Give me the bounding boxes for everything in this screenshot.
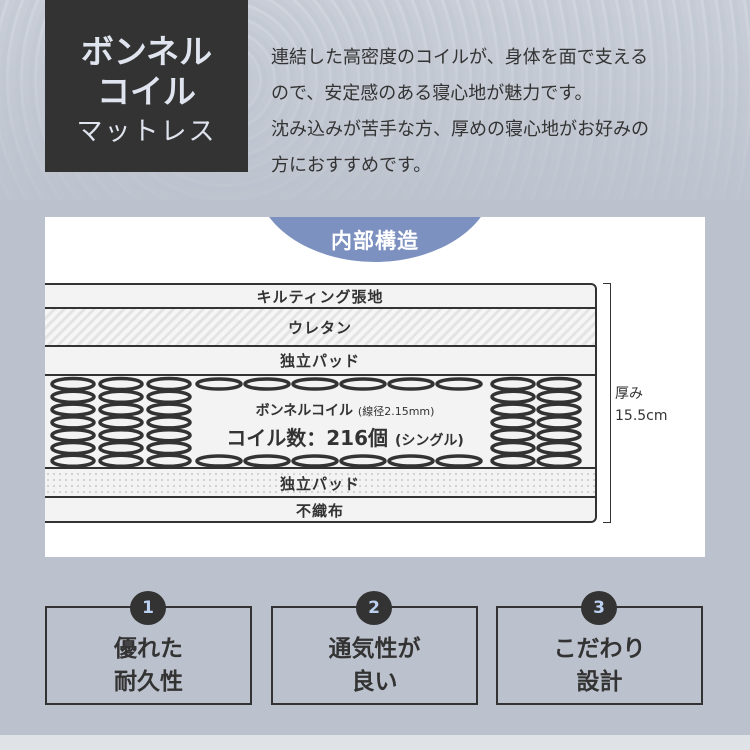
description-line: ので、安定感のある寝心地が魅力です。 <box>271 83 593 104</box>
structure-panel: 内部構造 キルティング張地 ウレタン 独立パッド ボンネルコイル (線径2.15… <box>45 217 705 557</box>
coil-loop <box>50 440 96 456</box>
coil-loop <box>50 389 96 405</box>
coil-loop <box>98 440 144 456</box>
coil-loop <box>98 427 144 443</box>
layer-nonwoven: 不織布 <box>295 502 344 520</box>
coil-loop <box>98 402 144 417</box>
coil-loop <box>50 402 96 417</box>
feature-3: 3 こだわり 設計 <box>496 591 703 705</box>
coil-loop <box>146 415 192 430</box>
coil-loop <box>146 402 192 417</box>
coil-loop <box>536 453 582 469</box>
coil-loop <box>146 376 192 392</box>
coil-loop <box>387 454 435 468</box>
coil-loop <box>490 415 536 430</box>
coil-count-text: コイル数：216個 <box>226 426 388 450</box>
title-line: ボンネル <box>80 32 213 71</box>
layer-quilting: キルティング張地 <box>45 285 595 309</box>
coil-loop <box>435 377 483 391</box>
coil-loop <box>50 427 96 443</box>
description-line: 沈み込みが苦手な方、厚めの寝心地がお好みの <box>271 119 649 140</box>
coil-loop <box>98 453 144 469</box>
layer-pad-top: 独立パッド <box>45 347 595 376</box>
coil-loop <box>387 377 435 391</box>
coil-loop <box>146 453 192 469</box>
coil-loop <box>195 454 243 468</box>
footer-band <box>0 735 750 750</box>
thickness-bracket <box>603 283 611 523</box>
coil-loop <box>98 376 144 392</box>
mattress-cross-section: キルティング張地 ウレタン 独立パッド ボンネルコイル (線径2.15mm) コ… <box>45 283 597 523</box>
feature-number: 1 <box>130 591 166 625</box>
coil-loop <box>536 389 582 405</box>
coil-loop <box>490 389 536 405</box>
layer-urethane: ウレタン <box>45 309 595 347</box>
coil-count: コイル数：216個 (シングル) <box>195 422 495 451</box>
coil-loop <box>536 440 582 456</box>
feature-text: 優れた <box>114 636 183 662</box>
thickness-label: 厚み 15.5cm <box>615 383 668 427</box>
coil-loop <box>435 454 483 468</box>
coil-loop <box>146 427 192 443</box>
coil-illustration <box>50 376 582 469</box>
coil-type: (シングル) <box>394 433 464 449</box>
coil-loop <box>146 389 192 405</box>
coil-loop <box>339 454 387 468</box>
coil-loop <box>243 454 291 468</box>
thickness-title: 厚み <box>615 386 643 402</box>
feature-number: 3 <box>581 591 617 625</box>
coil-loop <box>536 415 582 430</box>
subtitle: マットレス <box>76 117 217 147</box>
coil-loop <box>490 402 536 417</box>
feature-text: 通気性が <box>328 636 421 662</box>
coil-loop <box>195 377 243 391</box>
coil-loop <box>536 376 582 392</box>
coil-loop <box>50 376 96 392</box>
coil-loop <box>291 377 339 391</box>
coil-loop <box>490 453 536 469</box>
description: 連結した高密度のコイルが、身体を面で支える ので、安定感のある寝心地が魅力です。… <box>271 40 741 184</box>
coil-loop <box>291 454 339 468</box>
coil-loop <box>146 440 192 456</box>
coil-wire: (線径2.15mm) <box>357 405 435 418</box>
feature-text: 設計 <box>576 669 623 695</box>
description-line: 方におすすめです。 <box>271 155 432 176</box>
feature-text: 良い <box>351 669 398 695</box>
coil-loop <box>490 376 536 392</box>
layer-pad-bottom: 独立パッド <box>45 471 595 498</box>
coil-name: ボンネルコイル (線径2.15mm) <box>195 400 495 420</box>
section-title: 内部構造 <box>331 229 419 253</box>
coil-loop <box>50 415 96 430</box>
coil-loop <box>98 415 144 430</box>
coil-loop <box>536 427 582 443</box>
feature-1: 1 優れた 耐久性 <box>45 591 252 705</box>
description-line: 連結した高密度のコイルが、身体を面で支える <box>271 47 649 68</box>
title-line: コイル <box>97 72 196 111</box>
coil-loop <box>339 377 387 391</box>
coil-loop <box>98 389 144 405</box>
coil-name-text: ボンネルコイル <box>255 403 354 419</box>
feature-number: 2 <box>356 591 392 625</box>
title-box: ボンネル コイル マットレス <box>45 0 248 172</box>
coil-loop <box>243 377 291 391</box>
coil-loop <box>50 453 96 469</box>
feature-text: 耐久性 <box>114 669 183 695</box>
thickness-value: 15.5cm <box>615 408 668 424</box>
layer-bonnell-coil: ボンネルコイル (線径2.15mm) コイル数：216個 (シングル) <box>45 376 595 469</box>
coil-loop <box>490 427 536 443</box>
coil-loop <box>490 440 536 456</box>
feature-2: 2 通気性が 良い <box>271 591 478 705</box>
feature-text: こだわり <box>553 636 646 662</box>
coil-loop <box>536 402 582 417</box>
